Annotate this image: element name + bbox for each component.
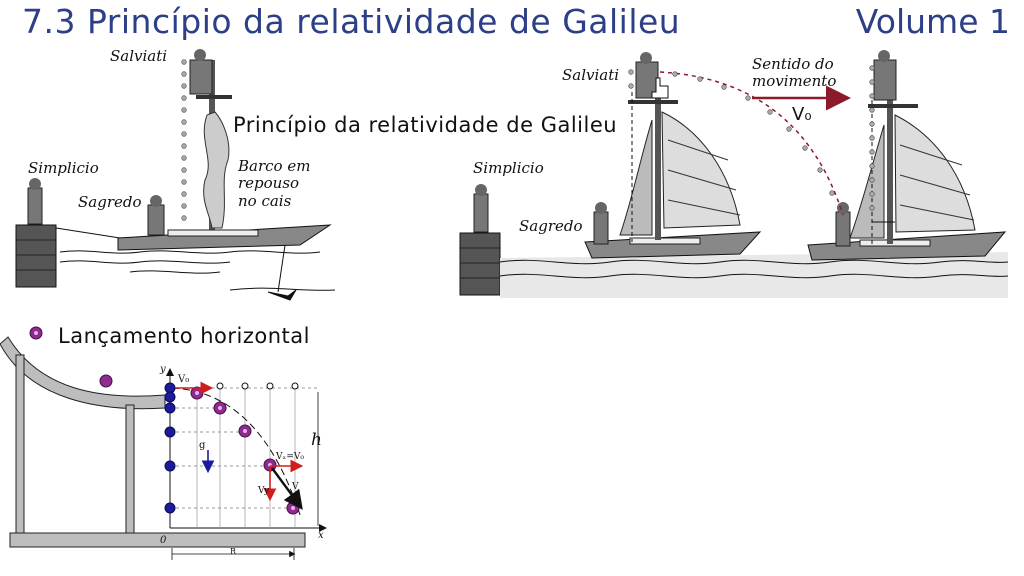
left-dock [15, 224, 121, 288]
right-boat-end [807, 50, 1007, 261]
right-dock [459, 232, 501, 296]
page-title: 7.3 Princípio da relatividade de Galileu [22, 2, 681, 41]
boat-caption-line2: repouso [238, 174, 300, 192]
velocity-symbol: V₀ [792, 104, 812, 125]
origin-label: 0 [160, 535, 167, 546]
simplicio-statue-left [27, 178, 43, 225]
principle-caption: Princípio da relatividade de Galileu [233, 113, 618, 137]
right-boat-start [584, 52, 762, 259]
left-boat-hull [117, 224, 332, 251]
left-mast [189, 49, 232, 235]
right-boat-scene [459, 50, 1009, 298]
g-label: g [199, 440, 206, 451]
left-falling-stone-dots [181, 59, 187, 221]
v-label: V [292, 482, 299, 492]
sagredo-label-left: Sagredo [78, 193, 142, 211]
v0-label: V₀ [178, 374, 190, 385]
sagredo-statue-left [147, 195, 165, 236]
right-water [499, 252, 1009, 298]
hand-cursor-icon [651, 77, 669, 99]
boat-caption-line3: no cais [238, 192, 292, 210]
motion-label-line1: Sentido do [752, 55, 834, 73]
vy-label: Vy [258, 486, 270, 496]
v-arrow [271, 467, 303, 510]
x-axis-label: x [318, 530, 324, 541]
left-boat-scene [15, 49, 336, 301]
right-trajectory [659, 71, 844, 216]
boat-caption-line1: Barco em [238, 157, 311, 175]
salviati-label-left: Salviati [110, 47, 168, 65]
launch-ramp [0, 336, 306, 548]
right-mast-stone-dots [628, 65, 875, 211]
range-label: R [230, 547, 237, 556]
sagredo-label-right: Sagredo [519, 217, 583, 235]
simplicio-label-left: Simplicio [28, 159, 99, 177]
left-water [59, 244, 336, 301]
launch-title: Lançamento horizontal [58, 324, 310, 348]
salviati-label-right: Salviati [562, 66, 620, 84]
h-label: h [311, 430, 322, 450]
motion-label-line2: movimento [752, 72, 837, 90]
vx-label: Vₓ=V₀ [276, 452, 304, 462]
horizontal-launch-diagram [0, 326, 327, 560]
simplicio-label-right: Simplicio [473, 159, 544, 177]
volume-label: Volume 1 [855, 2, 1010, 41]
simplicio-statue-right [473, 184, 489, 233]
y-axis-label: y [160, 364, 166, 375]
